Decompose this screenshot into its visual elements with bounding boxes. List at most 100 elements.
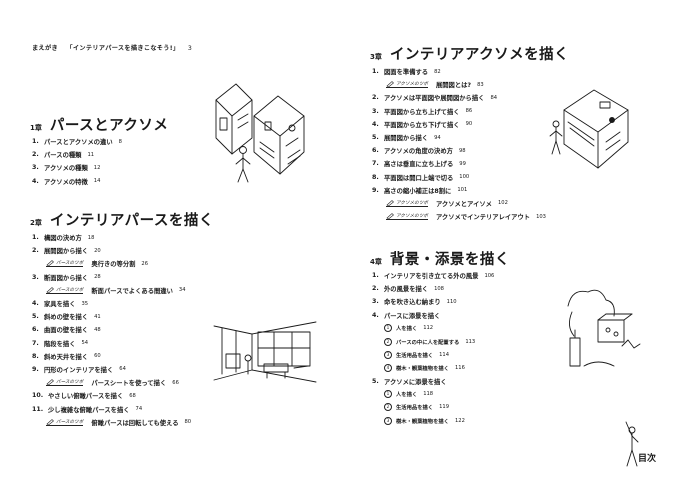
item-number: 6. <box>32 326 39 334</box>
item-number: 2. <box>32 151 39 159</box>
circled-number: 2 <box>384 403 392 412</box>
preface-line[interactable]: まえがき 「インテリアパースを描きこなそう!」 3 <box>32 43 192 52</box>
index-label: 目次 <box>638 454 657 464</box>
chapter-title: パースとアクソメ <box>49 118 169 134</box>
item-label: 平面図から立ち下げて描く <box>384 121 460 129</box>
chapter-1-heading[interactable]: 1章 パースとアクソメ <box>30 114 168 135</box>
chapter-4-heading[interactable]: 4章 背景・添景を描く <box>370 248 510 269</box>
item-number: 10. <box>32 392 44 400</box>
pencil-icon <box>386 200 394 206</box>
toc-item[interactable]: 5.アクソメに添景を描く <box>372 375 494 388</box>
item-label: パースとアクソメの違い <box>44 139 113 147</box>
item-label: アクソメでインテリアレイアウト <box>435 214 531 222</box>
item-label: 斜め天井を描く <box>44 353 89 361</box>
preface-label: まえがき <box>32 45 58 52</box>
tip-tag: アクソメのツボ <box>386 213 428 221</box>
item-number: 1. <box>32 138 39 146</box>
item-number: 1. <box>372 272 379 280</box>
item-label: 高さの縮小補正は8割に <box>384 187 452 195</box>
toc-subitem[interactable]: 2 生活用品を描く 119 <box>372 401 494 414</box>
item-page: 103 <box>536 213 546 220</box>
item-page: 90 <box>465 121 473 128</box>
preface-page: 3 <box>187 45 193 52</box>
item-number: 1. <box>372 68 379 76</box>
item-page: 20 <box>94 247 101 254</box>
item-page: 98 <box>458 147 466 154</box>
item-number: 5. <box>372 377 379 385</box>
chapter-3-heading[interactable]: 3章 インテリアアクソメを描く <box>370 43 569 64</box>
item-page: 112 <box>423 325 434 332</box>
tip-tag-label: アクソメのツボ <box>396 214 428 220</box>
tip-tag-label: アクソメのツボ <box>396 200 428 206</box>
vignette-scene-illustration <box>567 289 641 367</box>
item-label: 展開図から描く <box>384 135 429 143</box>
item-label: 生活用品を描く <box>396 405 434 412</box>
toc-item[interactable]: 4.パースに添景を描く <box>372 309 494 322</box>
person-sketch-icon <box>235 146 251 183</box>
chapter-2-heading[interactable]: 2章 インテリアパースを描く <box>30 209 214 230</box>
pencil-icon <box>386 213 394 220</box>
person-sketch-icon <box>549 120 563 155</box>
item-label: アクソメの特徴 <box>44 178 88 186</box>
item-page: 86 <box>465 108 473 115</box>
tip-tag: パースのツボ <box>46 286 84 294</box>
item-number: 3. <box>32 273 39 281</box>
tip-tag: パースのツボ <box>46 260 84 268</box>
item-page: 34 <box>178 287 186 294</box>
item-label: 高さは垂直に立ち上げる <box>384 161 454 169</box>
item-page: 41 <box>94 313 101 320</box>
item-label: 樹木・観葉植物を描く <box>396 365 449 372</box>
item-number: 6. <box>372 147 379 155</box>
item-page: 119 <box>439 404 449 411</box>
toc-tip-item[interactable]: アクソメのツボ アクソメでインテリアレイアウト 103 <box>372 210 546 223</box>
axonometric-rooms-illustration <box>215 83 305 175</box>
item-page: 116 <box>454 364 465 371</box>
item-number: 1. <box>32 234 39 242</box>
item-number: 2. <box>372 285 379 293</box>
item-number: 5. <box>372 134 379 142</box>
item-number: 7. <box>372 160 379 168</box>
toc-tip-item[interactable]: アクソメのツボ展開図とは?83 <box>372 78 546 91</box>
